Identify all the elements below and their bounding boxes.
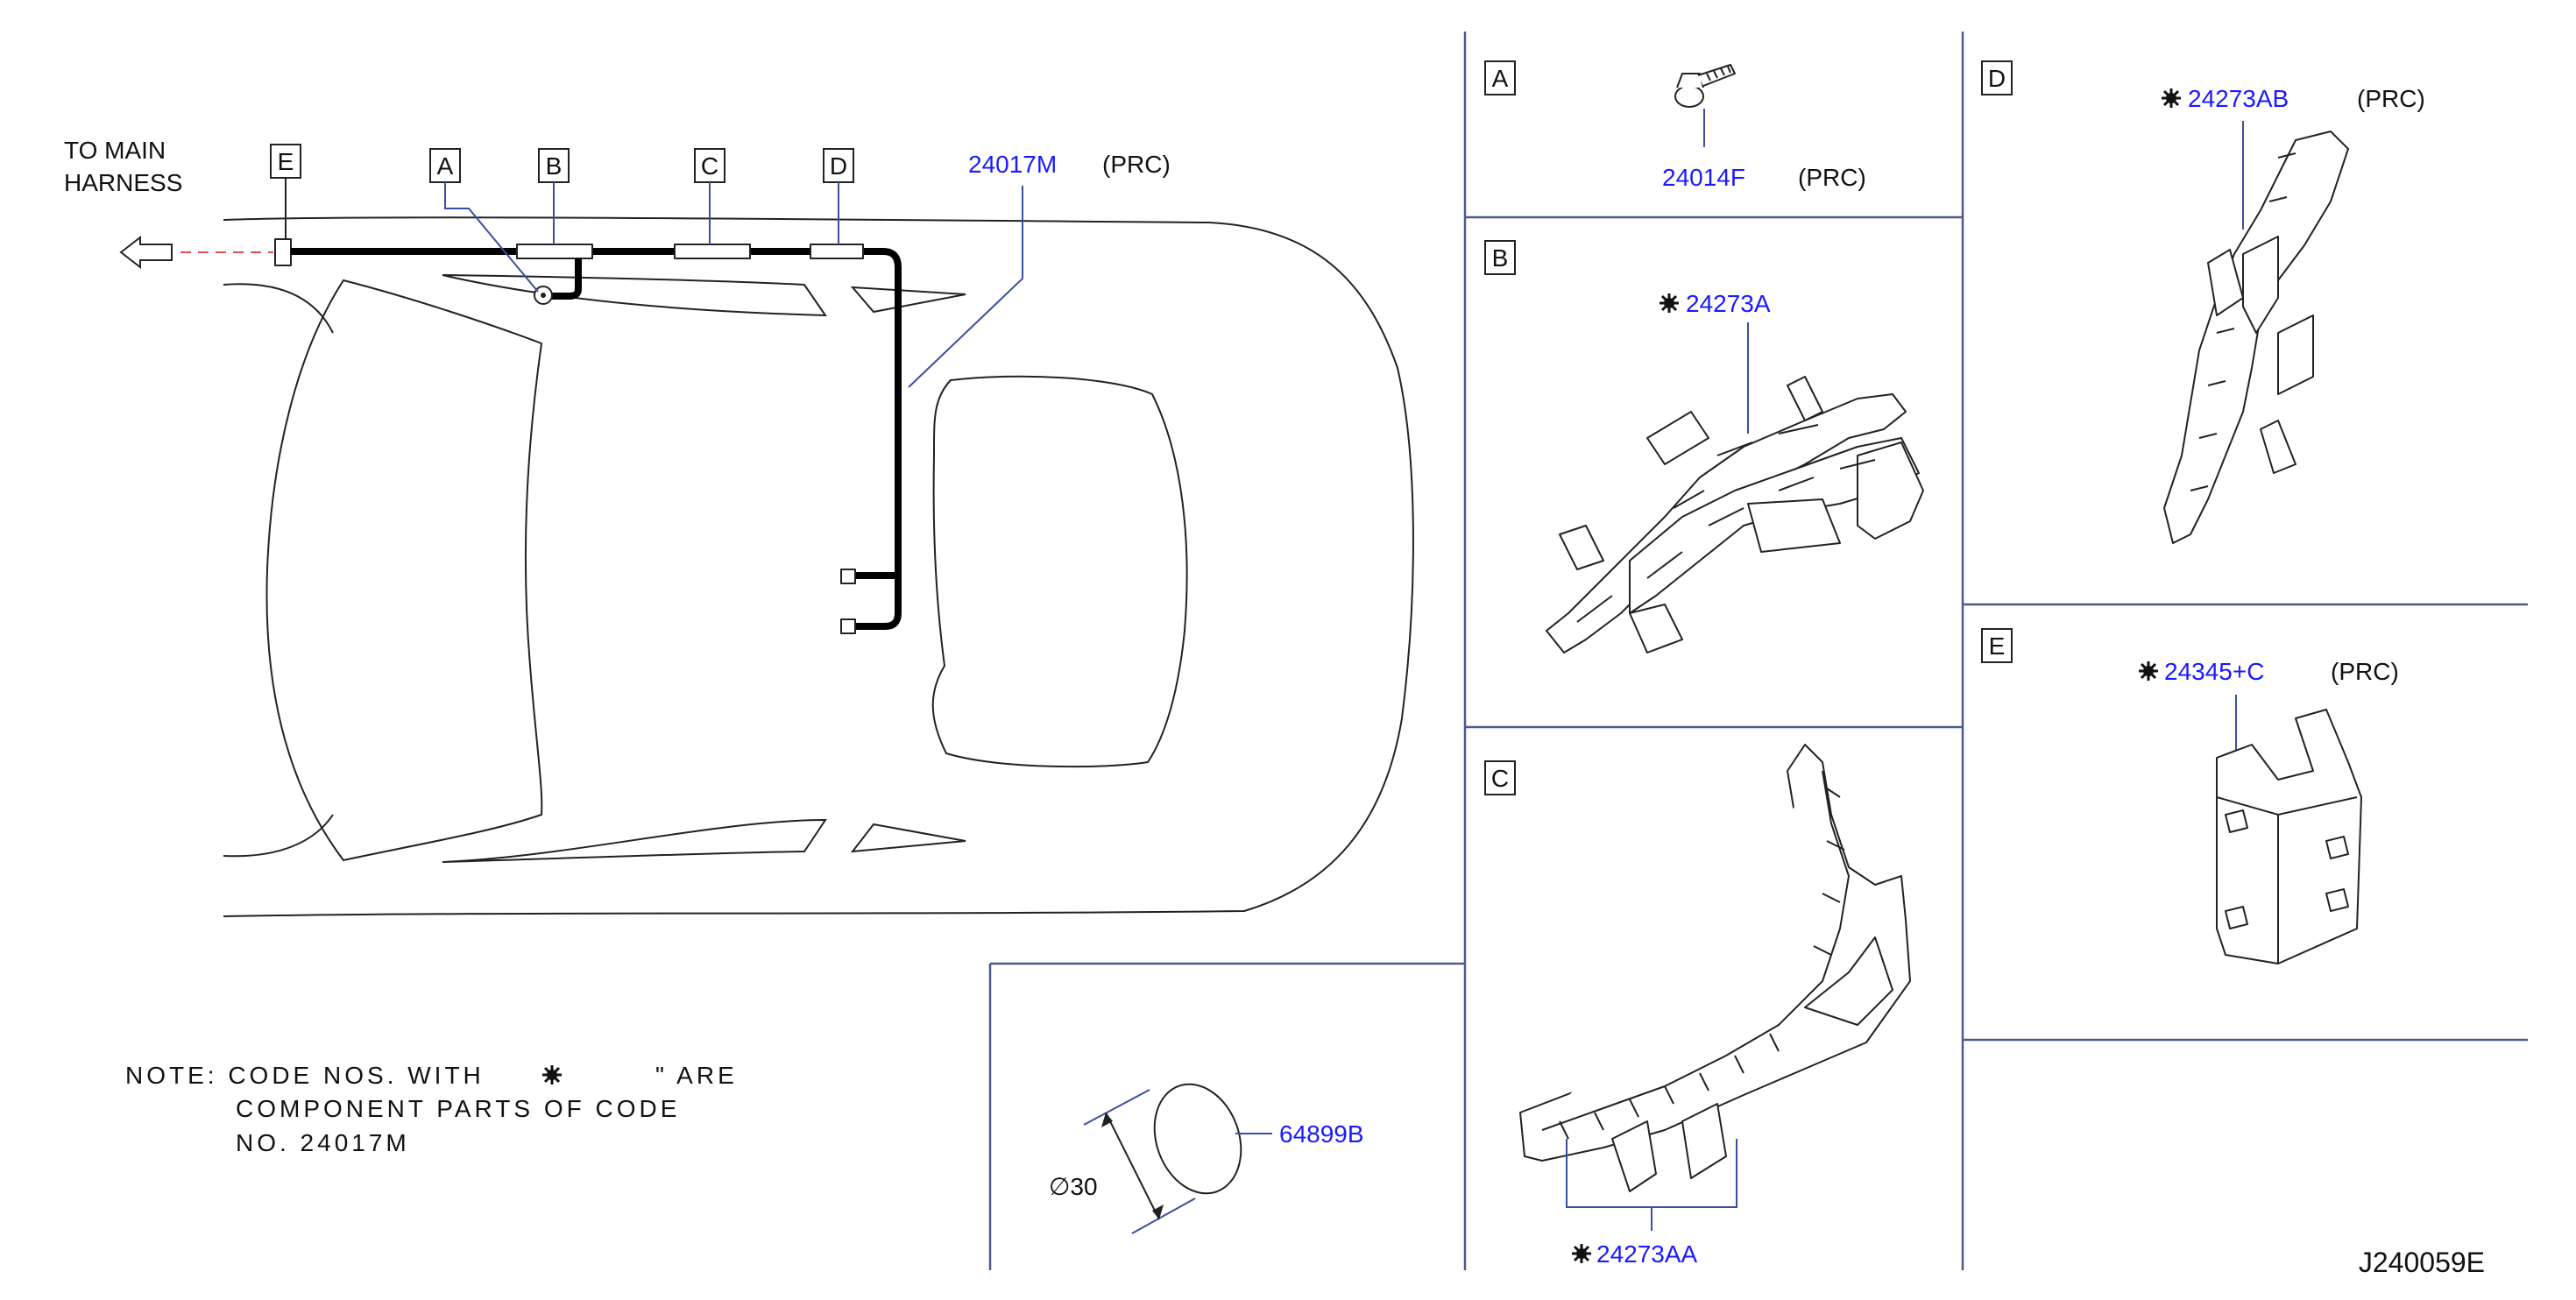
panel-e-prc: (PRC): [2331, 658, 2399, 685]
svg-text:B: B: [546, 152, 563, 180]
to-main-harness-label-2: HARNESS: [64, 169, 182, 196]
protector-24273a: [1546, 376, 1924, 654]
grommet-part-number[interactable]: 64899B: [1279, 1120, 1364, 1148]
harness-prc-label: (PRC): [1102, 151, 1171, 178]
panel-a-part-number[interactable]: 24014F: [1662, 164, 1745, 191]
callout-d: D: [823, 148, 854, 244]
protector-24273ab: [2163, 131, 2349, 544]
ground-lead: [550, 258, 582, 300]
svg-text:E: E: [278, 148, 294, 175]
panel-d-part-number[interactable]: 24273AB: [2188, 85, 2289, 112]
gear-mark-icon: [2160, 87, 2183, 110]
note-line-1-suffix: " ARE: [655, 1062, 738, 1089]
svg-text:C: C: [701, 152, 718, 180]
to-main-harness-arrow: [119, 235, 173, 270]
harness-wire: [291, 248, 902, 630]
panel-c: C 24273AA: [1484, 744, 1911, 1268]
terminal-upper: [840, 569, 856, 584]
gear-mark-icon: [541, 1063, 563, 1086]
note-block: NOTE: CODE NOS. WITH " ARE COMPONENT PAR…: [125, 1062, 738, 1156]
callout-e: E: [270, 144, 301, 239]
callout-a: A: [429, 148, 539, 293]
gear-mark-icon: [1658, 292, 1681, 314]
panel-d: D 24273AB (PRC): [1981, 60, 2425, 544]
panel-b-part-number[interactable]: 24273A: [1686, 290, 1771, 317]
callout-b: B: [538, 148, 570, 244]
grommet-dimension: ∅30: [1049, 1173, 1098, 1200]
clip-b: [516, 244, 593, 259]
panel-b: B 24273A: [1484, 240, 1924, 654]
panel-c-part-number[interactable]: 24273AA: [1596, 1240, 1698, 1268]
note-line-3: NO. 24017M: [236, 1129, 410, 1156]
car-outline: [223, 216, 1414, 917]
callout-c: C: [694, 148, 725, 244]
clip-c: [674, 244, 751, 259]
panel-a: A 24014F (PRC): [1484, 60, 1866, 191]
to-main-harness-label-1: TO MAIN: [64, 137, 166, 164]
harness-part-number[interactable]: 24017M: [968, 151, 1057, 178]
gear-mark-icon: [1570, 1242, 1593, 1265]
drawing-code: J240059E: [2359, 1247, 2485, 1278]
protector-24273aa: [1519, 744, 1911, 1192]
panel-d-prc: (PRC): [2357, 85, 2425, 112]
harness-leader: [908, 186, 1023, 388]
svg-text:C: C: [1491, 765, 1509, 792]
svg-text:B: B: [1492, 244, 1509, 272]
protector-24345c: [2216, 709, 2362, 964]
clip-d: [810, 244, 864, 259]
panel-frames: [988, 32, 2528, 1270]
svg-text:D: D: [830, 152, 847, 180]
connector-e: [274, 238, 292, 266]
svg-text:D: D: [1988, 65, 2006, 92]
gear-mark-icon: [2137, 660, 2160, 682]
grommet-detail: 64899B ∅30: [1049, 1083, 1364, 1234]
note-line-2: COMPONENT PARTS OF CODE: [236, 1095, 680, 1122]
grommet-part: [1153, 1083, 1242, 1195]
harness-assembly: E A B C D 24017M (PRC) TO MAIN HARNESS: [64, 137, 1171, 634]
svg-text:A: A: [437, 152, 454, 180]
terminal-lower: [840, 618, 856, 634]
panel-e: E 24345+C (PRC): [1981, 628, 2399, 964]
svg-text:E: E: [1989, 632, 2006, 660]
bolt-part: [1674, 64, 1736, 108]
panel-a-prc: (PRC): [1798, 164, 1866, 191]
svg-text:A: A: [1492, 65, 1509, 92]
panel-e-part-number[interactable]: 24345+C: [2164, 658, 2264, 685]
note-line-1: NOTE: CODE NOS. WITH: [125, 1062, 485, 1089]
